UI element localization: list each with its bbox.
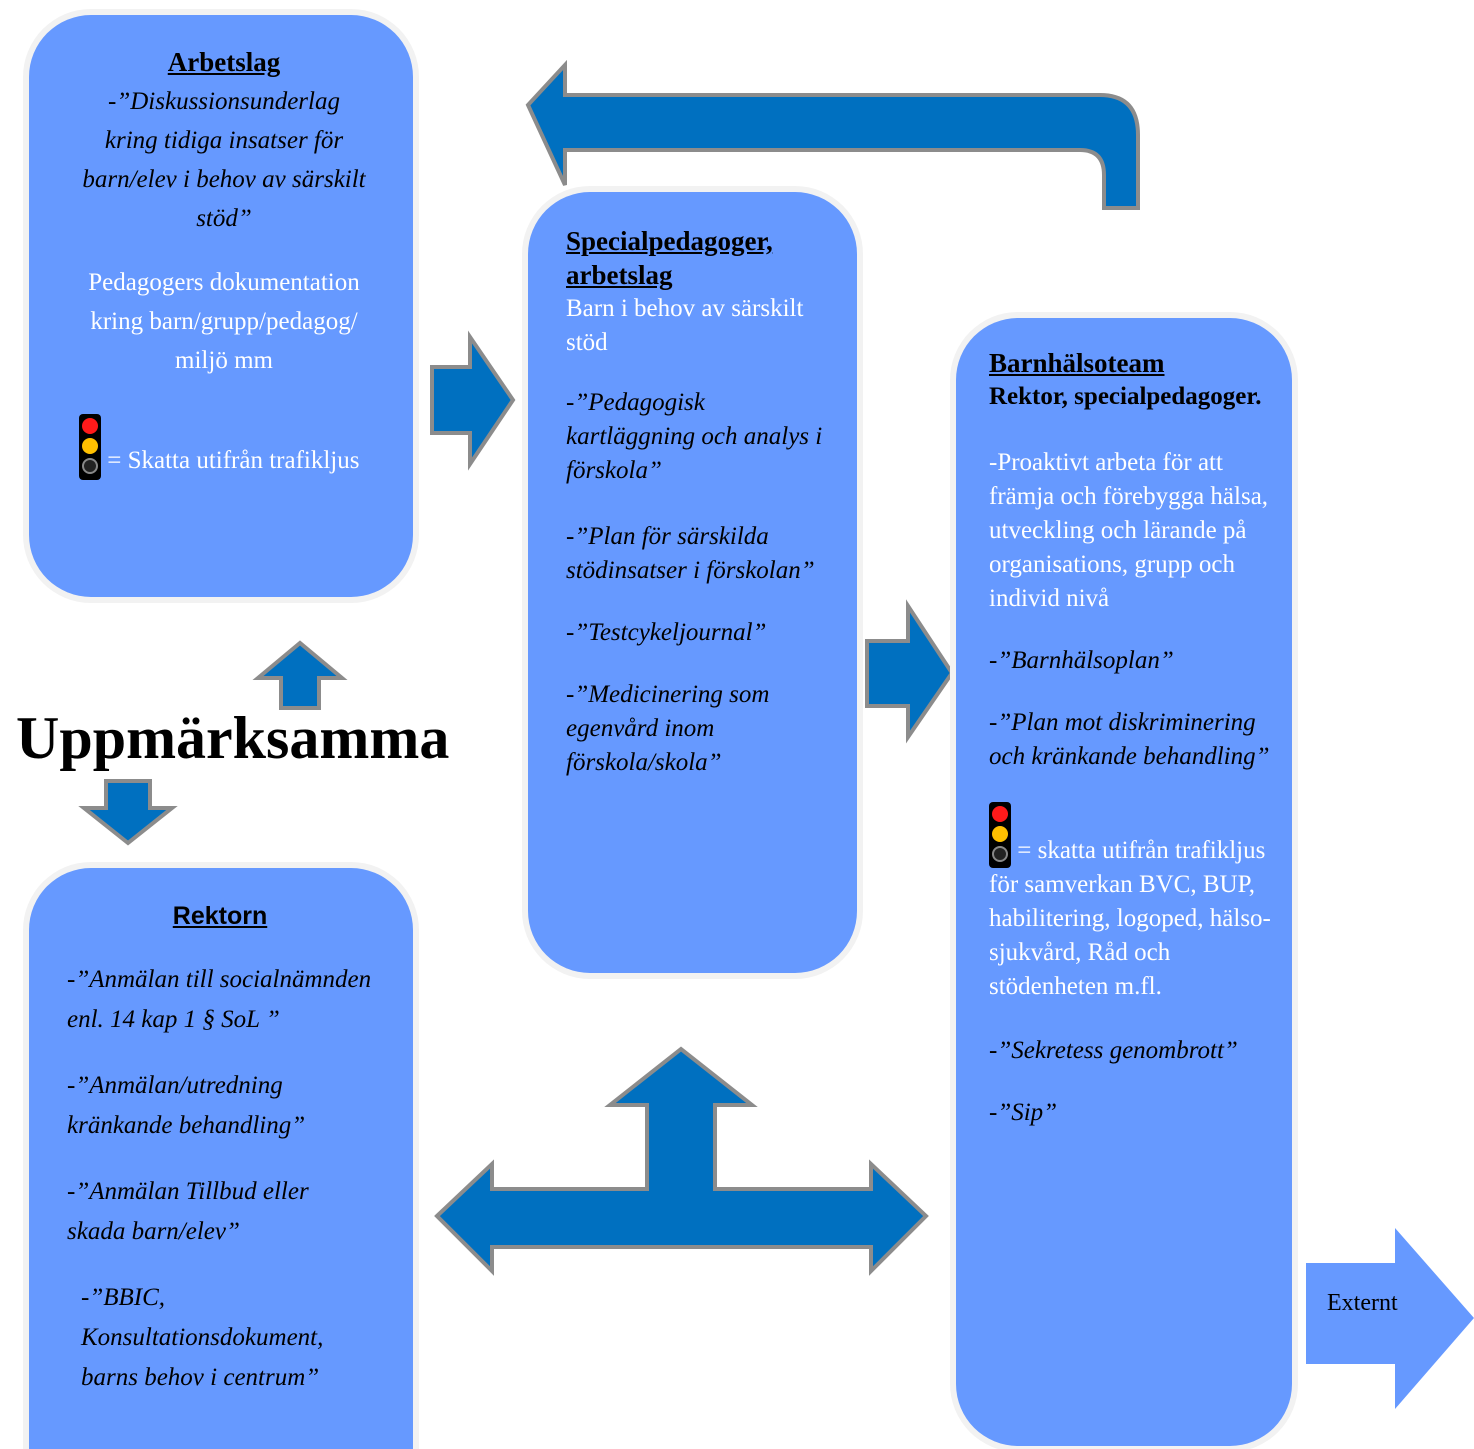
barnhalso-item-1: -”Barnhälsoplan”: [989, 647, 1174, 674]
specialpedagoger-box: Specialpedagoger, arbetslag Barn i behov…: [528, 192, 857, 973]
arrow-right-1: [430, 330, 516, 471]
barnhalso-traffic: = skatta utifrån trafikljus för samverka…: [989, 837, 1271, 1000]
special-item-4: -”Medicinering som egenvård inom förskol…: [566, 681, 770, 776]
feedback-arrow: [525, 59, 1140, 210]
rektorn-item-1: -”Anmälan till socialnämnden enl. 14 kap…: [67, 966, 372, 1033]
barnhalso-desc: -Proaktivt arbeta för att främja och för…: [989, 449, 1269, 612]
special-sub: Barn i behov av särskilt stöd: [566, 295, 804, 356]
barnhalso-sub: Rektor, specialpedagoger.: [989, 383, 1262, 410]
arbetslag-traffic: = Skatta utifrån trafikljus: [107, 447, 360, 474]
special-item-3: -”Testcykeljournal”: [566, 619, 767, 646]
traffic-light-icon: [989, 802, 1011, 868]
barnhalso-item-4: -”Sip”: [989, 1099, 1058, 1126]
rektorn-item-3: -”Anmälan Tillbud eller skada barn/elev”: [67, 1178, 309, 1245]
traffic-light-icon: [79, 414, 101, 480]
barnhalso-item-2: -”Plan mot diskriminering och kränkande …: [989, 709, 1270, 770]
special-title: Specialpedagoger, arbetslag: [566, 226, 773, 290]
arbetslag-title: Arbetslag: [167, 47, 281, 77]
rektorn-title: Rektorn: [172, 902, 268, 930]
center-label: Uppmärksamma: [16, 705, 450, 771]
rektorn-box: Rektorn -”Anmälan till socialnämnden enl…: [29, 868, 413, 1449]
arrow-up-small: [252, 640, 348, 710]
externt-label: Externt: [1327, 1290, 1398, 1316]
special-item-1: -”Pedagogisk kartläggning och analys i f…: [566, 389, 823, 484]
barnhalsoteam-box: Barnhälsoteam Rektor, specialpedagoger. …: [956, 318, 1292, 1446]
barnhalso-title: Barnhälsoteam: [989, 348, 1165, 378]
arbetslag-quote: -”Diskussionsunderlag kring tidiga insat…: [82, 88, 366, 232]
barnhalso-item-3: -”Sekretess genombrott”: [989, 1037, 1238, 1064]
arrow-right-2: [865, 599, 955, 744]
arbetslag-doc: Pedagogers dokumentation kring barn/grup…: [88, 269, 360, 374]
arbetslag-box: Arbetslag -”Diskussionsunderlag kring ti…: [29, 15, 413, 597]
rektorn-item-4: -”BBIC, Konsultationsdokument, barns beh…: [81, 1284, 324, 1391]
externt-arrow: [1306, 1228, 1474, 1409]
special-item-2: -”Plan för särskilda stödinsatser i förs…: [566, 523, 815, 584]
arrow-three-way: [434, 1046, 929, 1276]
arrow-down-small: [78, 779, 178, 846]
rektorn-item-2: -”Anmälan/utredning kränkande behandling…: [67, 1072, 306, 1139]
